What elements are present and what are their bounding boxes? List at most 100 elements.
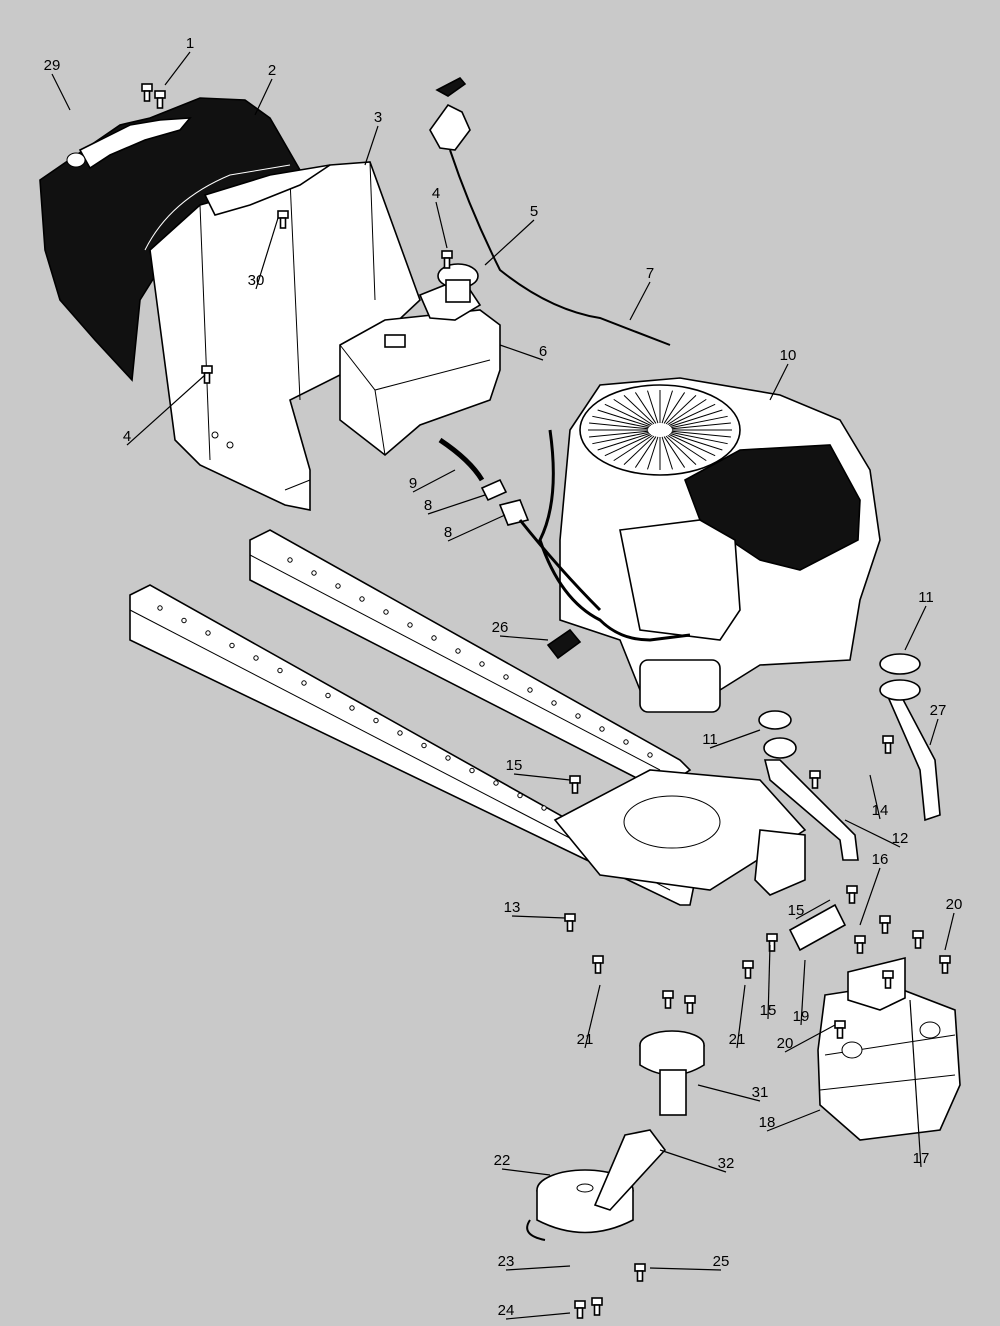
rail-hole <box>311 570 317 576</box>
callout-c14: 14 <box>872 802 889 819</box>
rail-hole <box>157 605 163 611</box>
fan-spoke <box>671 422 731 430</box>
callout-c8b: 8 <box>444 524 452 541</box>
rail-hole <box>349 705 355 711</box>
bolt <box>742 960 754 979</box>
callout-c21a: 21 <box>577 1031 594 1048</box>
fan-spoke <box>668 403 716 426</box>
callout-c15b: 15 <box>788 902 805 919</box>
leader-line-c27 <box>929 718 939 746</box>
rail-hole <box>373 717 379 724</box>
callout-c15c: 15 <box>760 1002 777 1019</box>
leader-line-c8b <box>447 514 506 542</box>
bolt <box>277 210 289 229</box>
leader-line-c25 <box>649 1267 722 1271</box>
bolt <box>809 770 821 789</box>
callout-c32: 32 <box>718 1155 735 1172</box>
rail-hole <box>623 739 629 745</box>
rail-hole <box>527 687 533 693</box>
callout-c27: 27 <box>930 702 947 719</box>
rail-hole <box>301 680 307 686</box>
leader-line-c30 <box>255 217 279 290</box>
callout-c2: 2 <box>268 62 276 79</box>
rail-hole <box>469 767 475 774</box>
callout-c26: 26 <box>492 619 509 636</box>
leader-line-c8a <box>427 494 486 515</box>
callout-c1: 1 <box>186 35 194 52</box>
rail-hole <box>325 692 331 699</box>
callout-c6: 6 <box>539 343 547 360</box>
leader-line-c12 <box>844 819 901 848</box>
fan-spoke <box>670 409 723 427</box>
leader-line-c20b <box>784 1024 836 1053</box>
leader-line-c7 <box>629 281 651 321</box>
rail-hole <box>455 648 461 654</box>
callout-c11a: 11 <box>918 589 934 606</box>
callout-c9: 9 <box>409 475 417 492</box>
callout-c12: 12 <box>892 830 909 847</box>
fan-spoke <box>671 430 731 438</box>
leader-line-c29 <box>51 73 71 111</box>
bolt <box>569 775 581 794</box>
bolt <box>564 913 576 932</box>
leader-line-c17 <box>909 999 922 1168</box>
fuel-tank <box>339 263 501 457</box>
leader-line-c9 <box>412 469 456 493</box>
fan-spoke <box>623 435 655 466</box>
rail-hole <box>445 755 451 761</box>
rail-hole <box>503 674 509 680</box>
throttle-cable <box>429 76 671 346</box>
callout-c22: 22 <box>494 1152 511 1169</box>
leader-line-c16 <box>859 867 881 926</box>
hardware-bolts <box>141 83 951 1319</box>
callout-c4b: 4 <box>123 428 131 445</box>
fan-spoke <box>613 434 653 462</box>
bolt <box>882 735 894 754</box>
fan-spoke <box>661 390 673 424</box>
leader-line-c11a <box>904 605 927 651</box>
fan-spoke <box>592 415 649 429</box>
leader-line-c31 <box>697 1084 761 1102</box>
exhaust-pipes <box>758 653 941 861</box>
fan-spoke <box>647 390 659 424</box>
engine <box>538 377 881 713</box>
bolt <box>846 885 858 904</box>
leader-line-c15b <box>795 899 831 920</box>
rail-hole <box>575 713 581 719</box>
bolt <box>766 933 778 952</box>
fan-spoke <box>592 431 649 445</box>
bolt <box>662 990 674 1009</box>
bolt <box>141 83 153 102</box>
leader-line-c21a <box>584 984 601 1049</box>
bolt <box>592 955 604 974</box>
callout-c16: 16 <box>872 851 889 868</box>
callout-c10: 10 <box>780 347 797 364</box>
fan-spoke <box>670 433 723 451</box>
fan-spoke <box>647 436 659 470</box>
callout-c7: 7 <box>646 265 654 282</box>
callout-c20b: 20 <box>777 1035 794 1052</box>
callout-c17: 17 <box>913 1150 930 1167</box>
fan-spoke <box>665 394 697 425</box>
leader-line-c5 <box>484 219 535 266</box>
callout-c24: 24 <box>498 1302 515 1319</box>
fan-spoke <box>604 403 652 426</box>
leader-line-c23 <box>505 1265 571 1271</box>
leader-line-c15c <box>767 944 771 1020</box>
callout-c18: 18 <box>759 1114 776 1131</box>
rail-hole <box>493 780 499 786</box>
leader-line-c13 <box>511 915 566 919</box>
leader-line-c10 <box>769 363 789 401</box>
callout-c8a: 8 <box>424 497 432 514</box>
fan-spoke <box>667 434 707 462</box>
fan-spoke <box>589 430 649 438</box>
fan-spoke <box>668 434 716 457</box>
rail-hole <box>421 742 427 749</box>
rail-hole <box>407 622 413 628</box>
rail-hole <box>205 630 211 636</box>
fuel-shutoff <box>546 628 582 660</box>
callout-c30: 30 <box>248 272 265 289</box>
rail-hole <box>277 667 283 674</box>
